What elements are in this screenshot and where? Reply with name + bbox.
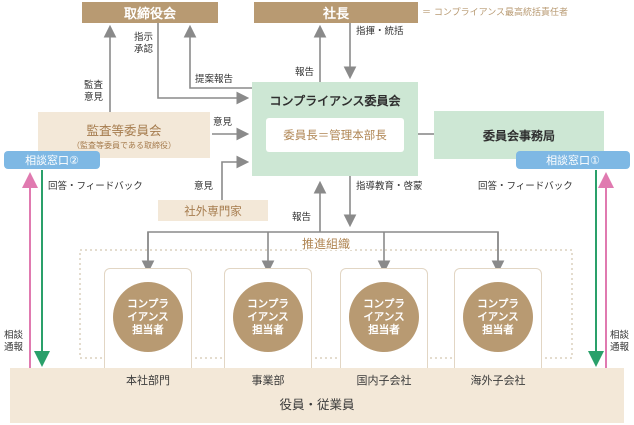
promotion-frame: [79, 249, 573, 359]
label-instruct-approve: 指示 承認: [134, 32, 154, 55]
label-proposal-report: 提案報告: [195, 74, 234, 85]
committee-box: コンプライアンス委員会 委員長＝管理本部長: [252, 82, 418, 176]
desk-left-label: 相談窓口②: [25, 154, 79, 167]
officer-circle-division: コンプライアンス担当者: [233, 282, 303, 352]
external-label: 社外専門家: [184, 203, 242, 218]
audit-committee-box: 監査等委員会 （監査等委員である取締役）: [38, 112, 210, 158]
committee-chair: 委員長＝管理本部長: [283, 128, 387, 142]
label-opinion-audit: 意見: [213, 117, 233, 128]
officer-circle-hq: コンプライアンス担当者: [113, 282, 183, 352]
label-guidance: 指導教育・啓蒙: [356, 181, 423, 192]
label-report-to-president: 報告: [295, 67, 315, 78]
consult-desk-left: 相談窓口②: [4, 151, 100, 169]
label-consult-right: 相談 通報: [610, 330, 630, 353]
officer-circle-domestic: コンプライアンス担当者: [349, 282, 419, 352]
external-to-committee-arrow: [221, 155, 250, 210]
president-note: ＝ コンプライアンス最高統括責任者: [422, 8, 569, 18]
board-to-committee-arrow: [157, 22, 250, 105]
board-box: 取締役会: [82, 2, 218, 23]
consult-desk-right: 相談窓口①: [516, 151, 630, 169]
employees-bar: 役員・従業員: [10, 368, 624, 423]
committee-to-board-arrow: [183, 24, 252, 89]
unit-label-hq: 本社部門: [126, 374, 170, 387]
label-report-up: 報告: [292, 212, 312, 223]
officer-label: コンプライアンス担当者: [127, 297, 169, 336]
label-feedback-right: 回答・フィードバック: [478, 181, 573, 192]
officer-circle-overseas: コンプライアンス担当者: [463, 282, 533, 352]
president-label: 社長: [322, 7, 349, 22]
board-label: 取締役会: [123, 7, 176, 22]
label-feedback-left: 回答・フィードバック: [48, 181, 143, 192]
officer-label: コンプライアンス担当者: [477, 297, 519, 336]
label-consult-left: 相談 通報: [4, 330, 24, 353]
officer-label: コンプライアンス担当者: [363, 297, 405, 336]
employees-label: 役員・従業員: [279, 397, 355, 412]
external-expert-box: 社外専門家: [158, 200, 268, 221]
secretariat-label: 委員会事務局: [482, 128, 555, 143]
audit-sub: （監査等委員である取締役）: [72, 140, 176, 150]
label-command-control: 指揮・統括: [356, 26, 404, 37]
officer-label: コンプライアンス担当者: [247, 297, 289, 336]
desk-right-label: 相談窓口①: [546, 154, 600, 167]
promotion-label: 推進組織: [298, 238, 355, 250]
committee-chair-box: 委員長＝管理本部長: [266, 118, 404, 152]
president-box: 社長: [254, 2, 418, 23]
label-opinion-external: 意見: [194, 181, 214, 192]
audit-title: 監査等委員会: [86, 122, 162, 138]
label-audit-opinion: 監査 意見: [84, 80, 104, 103]
committee-title: コンプライアンス委員会: [269, 94, 401, 108]
unit-label-division: 事業部: [251, 374, 285, 387]
unit-label-domestic: 国内子会社: [356, 374, 412, 387]
unit-label-overseas: 海外子会社: [470, 374, 526, 387]
